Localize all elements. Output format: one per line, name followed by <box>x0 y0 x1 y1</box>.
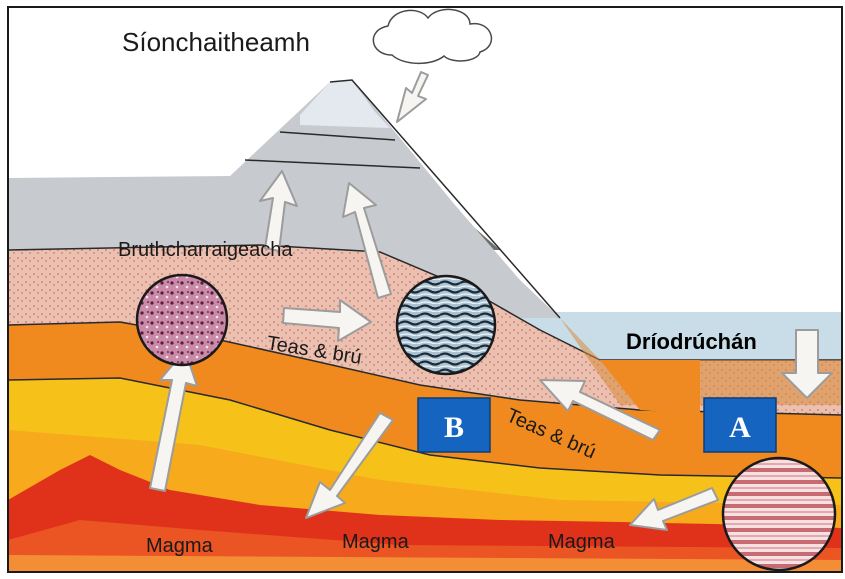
igneous-rocks-label: Bruthcharraigeacha <box>118 239 293 261</box>
deposition-label: Dríodrúchán <box>626 329 757 354</box>
metamorphic-rock-sample <box>397 276 495 374</box>
magma-label-2: Magma <box>342 531 410 553</box>
box-b: B <box>418 398 490 452</box>
magma-label-3: Magma <box>548 531 616 553</box>
magma-label-1: Magma <box>146 535 214 557</box>
weathering-label: Síonchaitheamh <box>122 27 310 57</box>
box-a-label: A <box>729 411 751 444</box>
box-b-label: B <box>444 411 464 444</box>
sedimentary-rock-sample <box>723 458 835 570</box>
box-a: A <box>704 398 776 452</box>
igneous-rock-sample <box>137 275 227 365</box>
